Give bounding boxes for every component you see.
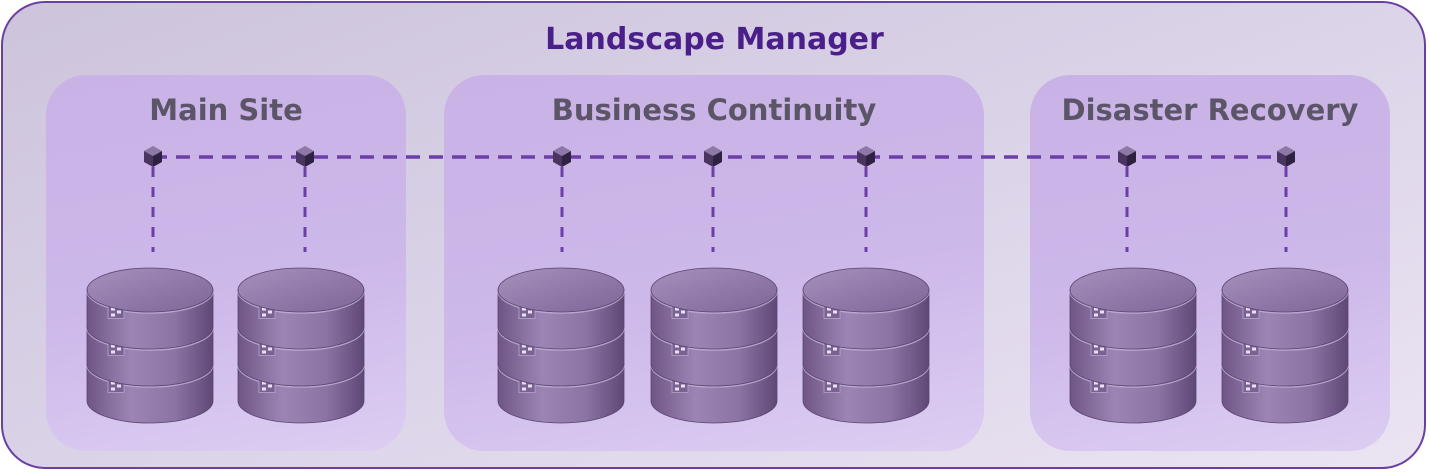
cube-node-icon — [1277, 146, 1295, 167]
cube-node-icon — [857, 146, 875, 167]
site-business-continuity-label: Business Continuity — [551, 93, 877, 127]
landscape-manager-title: Landscape Manager — [545, 22, 884, 57]
database-cylinder-icon — [1221, 267, 1349, 424]
database-cylinder-icon — [497, 267, 625, 424]
database-cylinder-icon — [802, 267, 930, 424]
cube-node-icon — [553, 146, 571, 167]
cube-node-icon — [144, 146, 162, 167]
database-cylinder-icon — [650, 267, 778, 424]
cube-node-icon — [704, 146, 722, 167]
database-cylinder-icon — [237, 267, 365, 424]
database-cylinder-icon — [1069, 267, 1197, 424]
site-disaster-recovery-label: Disaster Recovery — [1061, 93, 1359, 127]
cube-node-icon — [1118, 146, 1136, 167]
cube-node-icon — [296, 146, 314, 167]
site-main-label: Main Site — [149, 93, 303, 127]
database-cylinder-icon — [86, 267, 214, 424]
